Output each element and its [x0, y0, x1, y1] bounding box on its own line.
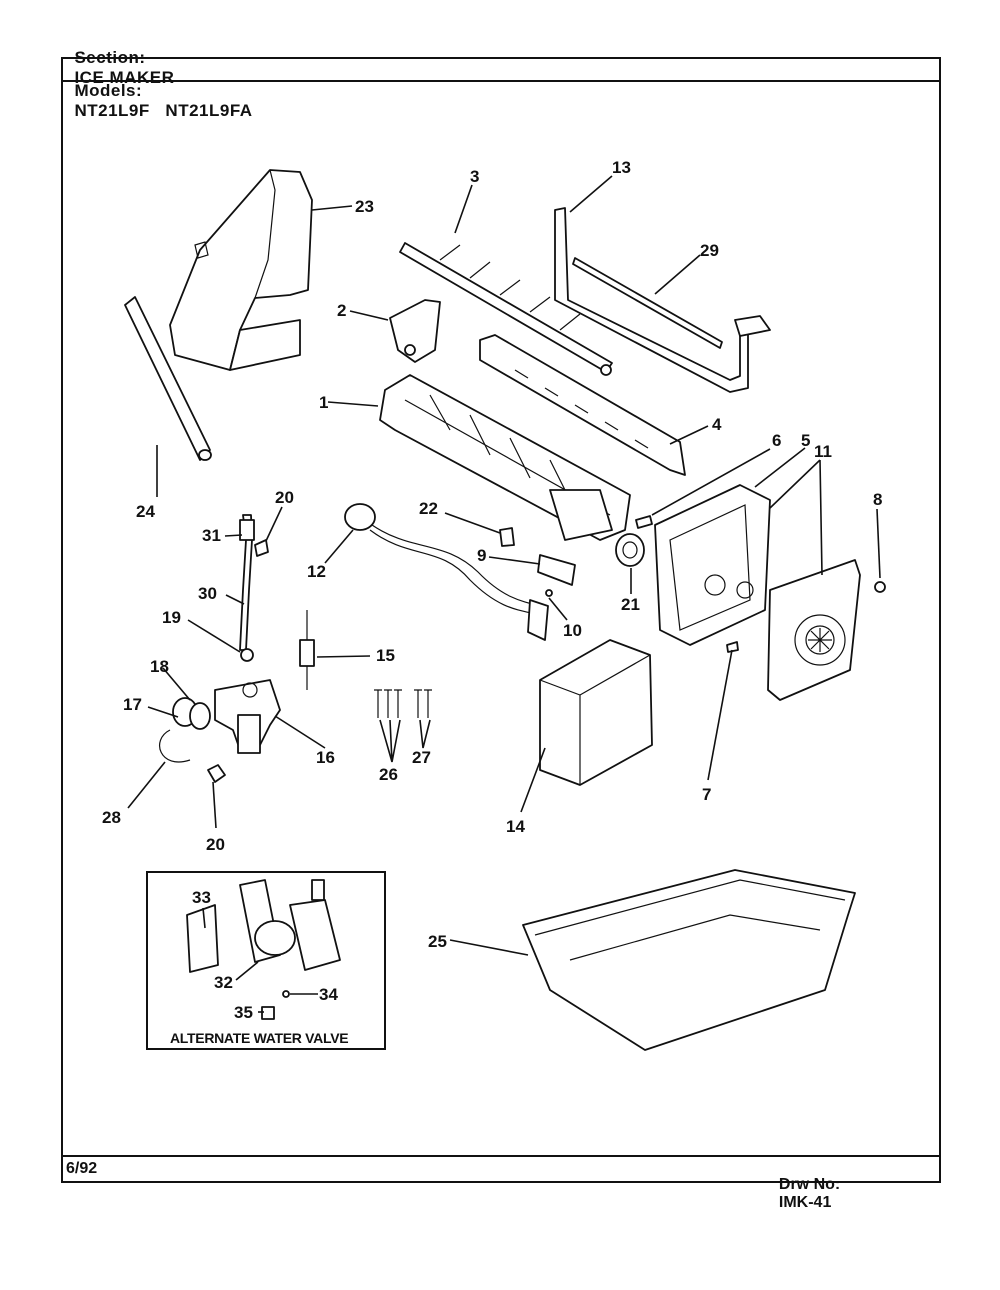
leader-lines [127, 175, 881, 1013]
part-ice-bin-25 [522, 869, 856, 1051]
part-mold-1 [379, 374, 631, 541]
callout-16: 16 [316, 748, 335, 767]
callout-4: 4 [712, 415, 722, 434]
callout-10: 10 [563, 621, 582, 640]
part-insulation-14 [539, 639, 653, 786]
callout-35: 35 [234, 1003, 253, 1022]
section-header: Section: ICE MAKER [64, 28, 174, 88]
callout-31: 31 [202, 526, 221, 545]
callout-34: 34 [319, 985, 338, 1004]
section-value: ICE MAKER [74, 68, 175, 87]
models-header: Models: NT21L9F NT21L9FA [64, 61, 253, 121]
part-motor-module-11 [767, 559, 861, 701]
part-rod-29 [572, 257, 723, 349]
callout-24: 24 [136, 502, 155, 521]
callout-15: 15 [376, 646, 395, 665]
callout-22: 22 [419, 499, 438, 518]
part-stripper-4 [479, 334, 686, 476]
callout-20-upper: 20 [275, 488, 294, 507]
part-washer-34 [282, 990, 290, 998]
part-clamp-20-upper [254, 539, 269, 557]
header-divider [61, 80, 941, 82]
callout-13: 13 [612, 158, 631, 177]
callout-labels: 1 2 3 4 5 6 7 8 9 10 11 12 13 14 15 16 1… [102, 158, 882, 1022]
callout-18: 18 [150, 657, 169, 676]
footer-date: 6/92 [66, 1160, 98, 1177]
callout-6: 6 [772, 431, 781, 450]
part-fill-tube-24 [124, 296, 212, 461]
part-screw-6 [635, 515, 653, 529]
part-shutoff-arm-13 [554, 207, 771, 393]
footer-divider [61, 1155, 941, 1157]
inset-caption: ALTERNATE WATER VALVE [170, 1030, 348, 1046]
callout-11: 11 [814, 442, 832, 461]
callout-26: 26 [379, 765, 398, 784]
callout-7: 7 [702, 785, 711, 804]
models-value: NT21L9F NT21L9FA [74, 101, 253, 120]
part-clamp-20-lower [207, 764, 226, 783]
part-bracket-2 [389, 299, 441, 363]
part-bracket-33 [186, 904, 219, 973]
part-screw-10 [545, 589, 553, 597]
drawing-number-label: Drw No: [778, 1176, 841, 1193]
part-harness-12 [344, 503, 549, 641]
inset-alternate-water-valve: ALTERNATE WATER VALVE [146, 871, 386, 1050]
callout-19: 19 [162, 608, 181, 627]
part-screws-26-27 [374, 689, 432, 718]
drawing-frame [61, 57, 941, 1183]
callout-3: 3 [470, 167, 479, 186]
callout-12: 12 [307, 562, 326, 581]
callout-21: 21 [621, 595, 640, 614]
callout-25: 25 [428, 932, 447, 951]
part-screw-8 [874, 581, 886, 593]
callout-5: 5 [801, 431, 810, 450]
callout-33: 33 [192, 888, 211, 907]
callout-32: 32 [214, 973, 233, 992]
part-screw-7 [726, 641, 739, 653]
callout-20-lower: 20 [206, 835, 225, 854]
callout-30: 30 [198, 584, 217, 603]
part-gear-21 [615, 533, 645, 567]
part-clip-22 [499, 527, 515, 547]
part-ejector-3 [399, 242, 613, 376]
part-bracket-9 [537, 554, 576, 586]
part-valve-32 [254, 920, 296, 956]
callout-8: 8 [873, 490, 882, 509]
callout-27: 27 [412, 748, 431, 767]
part-solenoid-17-18 [159, 697, 211, 763]
callout-14: 14 [506, 817, 525, 836]
callout-2: 2 [337, 301, 346, 320]
part-housing-5 [654, 484, 771, 646]
part-tube-30 [239, 514, 255, 662]
part-filter-35 [261, 1006, 275, 1020]
models-label: Models: [74, 81, 143, 100]
callout-28: 28 [102, 808, 121, 827]
footer-drawing-number: Drw No: IMK-41 [770, 1158, 840, 1212]
callout-9: 9 [477, 546, 486, 565]
callout-1: 1 [319, 393, 328, 412]
callout-29: 29 [700, 241, 719, 260]
drawing-number-value: IMK-41 [778, 1194, 832, 1211]
part-cover-23 [169, 169, 313, 371]
callout-23: 23 [355, 197, 374, 216]
callout-17: 17 [123, 695, 142, 714]
part-fitting-15 [299, 610, 315, 690]
part-water-valve-16 [214, 679, 281, 754]
